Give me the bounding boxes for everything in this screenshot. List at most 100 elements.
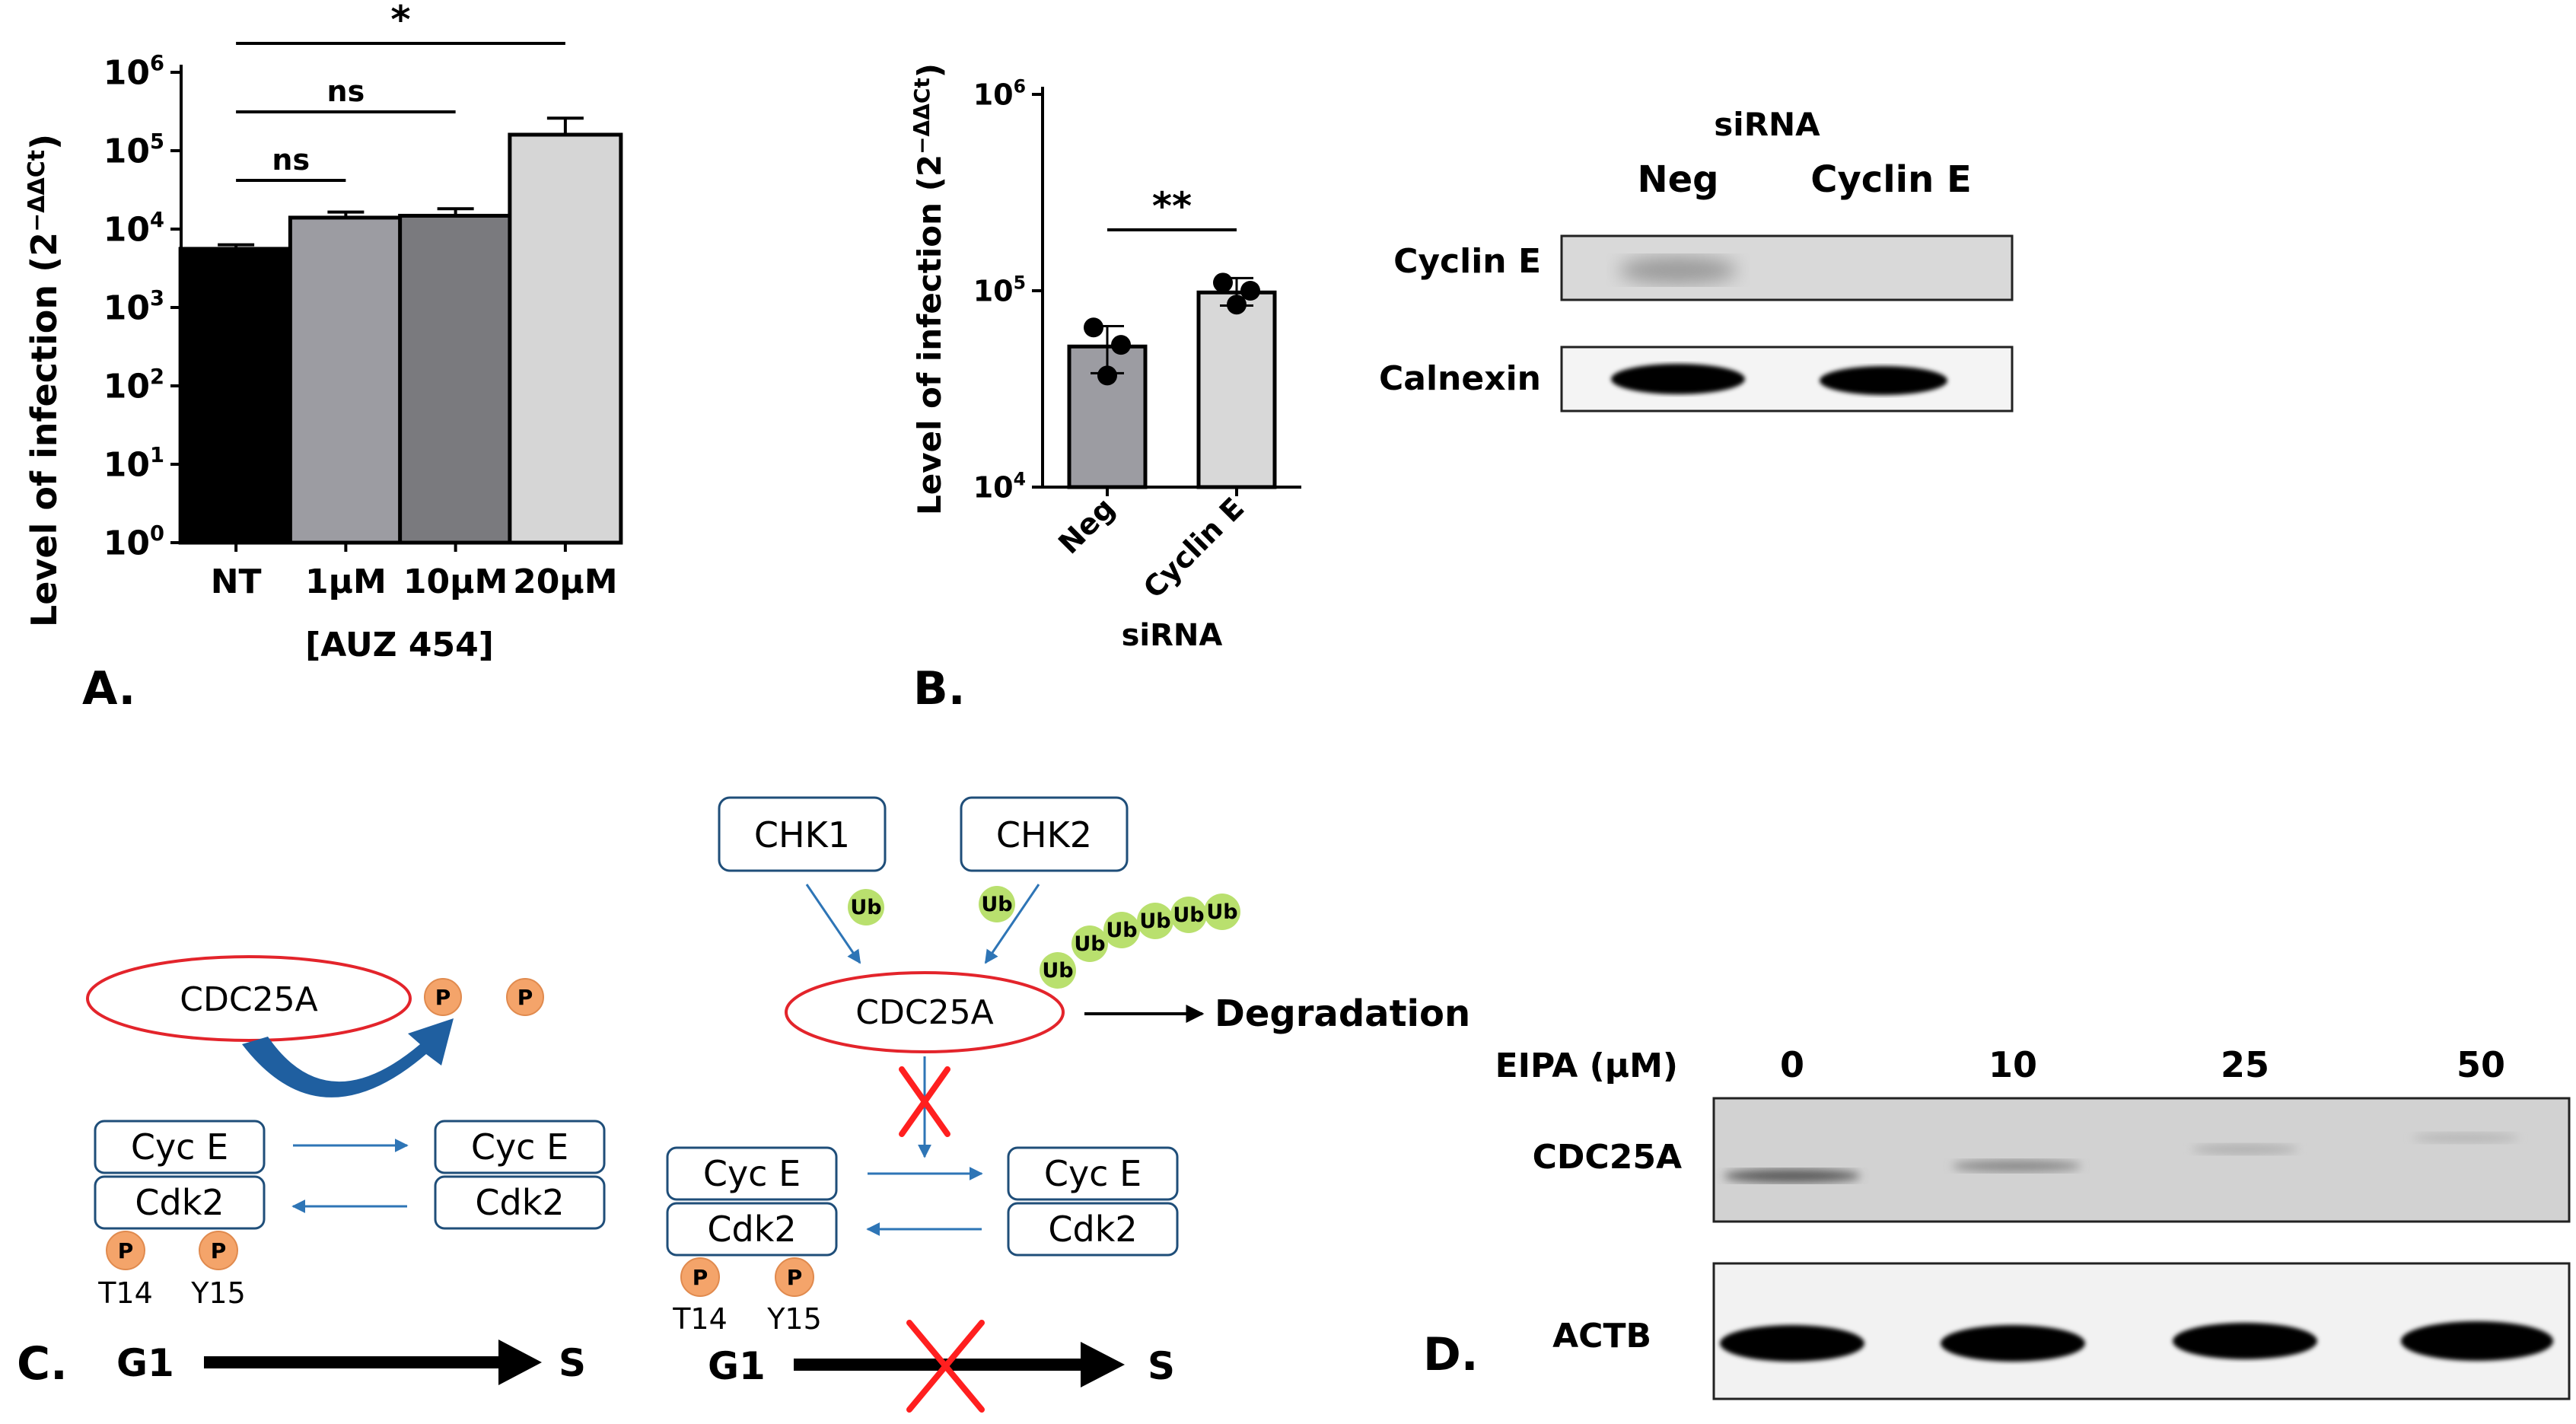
g1-s-arrowhead-right	[1081, 1342, 1125, 1387]
t14-label-right: T14	[672, 1302, 728, 1336]
cdk2-box-l1	[94, 1175, 266, 1230]
panel-label-b: B.	[913, 662, 966, 715]
cdk2-label-r1: Cdk2	[707, 1209, 796, 1250]
significance-label: ns	[327, 75, 365, 108]
cdc25a-node-left	[86, 955, 412, 1042]
ub-3: Ub	[1042, 959, 1073, 983]
cyce-label-l2: Cyc E	[471, 1126, 568, 1168]
y15-label-left: Y15	[190, 1276, 246, 1310]
blot-d-band-actb-50	[2401, 1321, 2553, 1361]
category-label: Neg	[1052, 491, 1121, 560]
cyce-label-l1: Cyc E	[131, 1126, 228, 1168]
cyce-label-r2: Cyc E	[1044, 1153, 1142, 1194]
ub-1: Ub	[850, 896, 881, 919]
bar	[1196, 290, 1277, 489]
chart-b-xlabel: siRNA	[1122, 618, 1223, 653]
phospho-p2-left-label: P	[517, 985, 533, 1010]
blot-b-row-cycline: Cyclin E	[1393, 242, 1541, 281]
phospho-t14-left-p: P	[118, 1238, 134, 1263]
ub-circle-4	[1071, 925, 1108, 962]
phospho-t14-right	[680, 1257, 720, 1297]
blot-d-row-cdc25a: CDC25A	[1533, 1138, 1682, 1177]
y-tick-label: 105	[973, 272, 1026, 307]
dephosphorylation-arrow	[242, 1018, 454, 1097]
category-label: 20µM	[513, 562, 617, 601]
data-point	[1111, 335, 1131, 355]
blot-d-band-actb-25	[2173, 1323, 2317, 1359]
ub-circle-3	[1040, 952, 1076, 989]
cyce-box-l2	[434, 1120, 606, 1174]
blot-d-band-cdc25a-0	[1724, 1169, 1861, 1183]
cross-mark-2	[906, 1320, 985, 1413]
significance-label: **	[1152, 184, 1192, 228]
ub-6: Ub	[1139, 910, 1170, 933]
cdk2-label-r2: Cdk2	[1048, 1209, 1137, 1250]
ub-circle-6	[1137, 903, 1173, 939]
s-label-left: S	[559, 1341, 586, 1385]
phospho-y15-left-p: P	[211, 1238, 227, 1263]
blot-d-band-cdc25a-50	[2412, 1133, 2519, 1143]
western-blot-b: siRNA Neg Cyclin E Cyclin E Calnexin	[1379, 106, 2014, 413]
cdk2-box-r1	[666, 1202, 838, 1257]
bar	[508, 132, 623, 545]
cyce-box-l1	[94, 1120, 266, 1174]
phospho-p2-left	[506, 978, 544, 1016]
ub-5: Ub	[1106, 919, 1137, 942]
y-tick-label: 106	[973, 75, 1026, 111]
chk2-box	[960, 796, 1129, 872]
data-point	[1227, 295, 1247, 315]
ub-7: Ub	[1173, 903, 1204, 927]
category-label: NT	[211, 562, 262, 601]
phospho-t14-left	[106, 1231, 145, 1270]
ub-circle-8	[1204, 894, 1240, 930]
blot-d-label: EIPA (µM)	[1495, 1046, 1678, 1085]
cyce-box-r1	[666, 1146, 838, 1201]
blot-d-lane-10: 10	[1989, 1044, 2037, 1085]
blot-b-band-calnexin-neg	[1611, 364, 1745, 394]
blot-b-band-calnexin-cycline	[1820, 366, 1947, 395]
cyce-label-r1: Cyc E	[703, 1153, 801, 1194]
cdk2-label-l1: Cdk2	[135, 1182, 224, 1223]
cyce-box-r2	[1007, 1146, 1179, 1201]
ub-circle-2	[979, 886, 1015, 922]
category-label: 10µM	[403, 562, 508, 601]
cdk2-box-l2	[434, 1175, 606, 1230]
bar	[288, 215, 403, 545]
cdk2-label-l2: Cdk2	[475, 1182, 564, 1223]
category-label: Cyclin E	[1137, 491, 1251, 605]
cdc25a-node-right	[785, 971, 1065, 1053]
chk2-arrow	[984, 884, 1040, 964]
blot-d-lane-25: 25	[2221, 1044, 2269, 1085]
s-label-right: S	[1148, 1344, 1175, 1388]
data-point	[1213, 272, 1233, 293]
blot-b-row-calnexin: Calnexin	[1379, 359, 1541, 398]
phospho-y15-left	[199, 1231, 238, 1270]
ub-circle-5	[1103, 912, 1140, 948]
blot-b-lane-cycline: Cyclin E	[1810, 158, 1972, 201]
blot-d-membrane-2	[1712, 1262, 2571, 1400]
phospho-p1-left	[424, 978, 462, 1016]
panel-label-d: D.	[1423, 1328, 1479, 1381]
blot-b-header: siRNA	[1714, 106, 1820, 143]
phospho-t14-right-p: P	[693, 1265, 708, 1290]
phospho-y15-right	[775, 1257, 814, 1297]
y15-label-right: Y15	[766, 1302, 822, 1336]
y-tick-label: 106	[103, 52, 164, 92]
degradation-label: Degradation	[1215, 992, 1470, 1035]
ub-4: Ub	[1074, 932, 1105, 956]
panel-label-c: C.	[17, 1337, 68, 1391]
y-tick-label: 104	[973, 468, 1026, 504]
chk1-label: CHK1	[754, 814, 850, 855]
g1-label-left: G1	[116, 1341, 174, 1385]
blot-d-band-actb-10	[1941, 1325, 2085, 1362]
g1-s-arrowhead-left	[498, 1340, 542, 1385]
blot-b-lane-neg: Neg	[1637, 158, 1718, 201]
blot-b-band-cycline-neg	[1619, 256, 1737, 284]
g1-label-right: G1	[708, 1344, 766, 1388]
t14-label-left: T14	[97, 1276, 153, 1310]
phospho-y15-right-p: P	[787, 1265, 803, 1290]
blot-d-band-cdc25a-10	[1952, 1160, 2081, 1172]
